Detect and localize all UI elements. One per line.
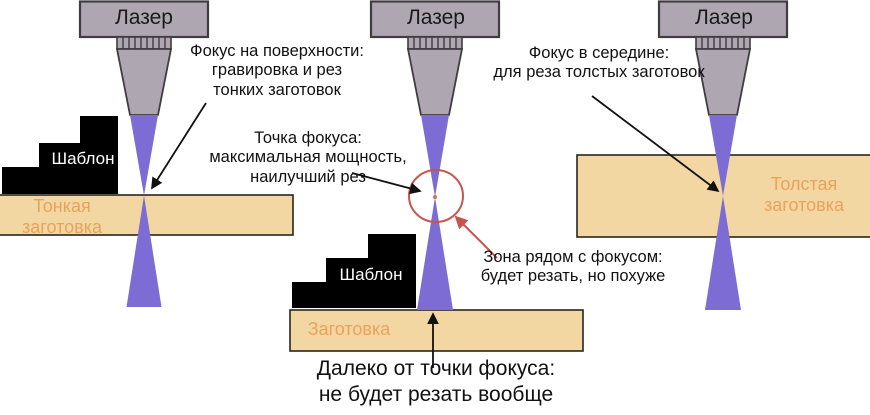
workpiece-label-thick: Толстая заготовка — [764, 174, 844, 215]
beam-lower-right — [705, 196, 741, 310]
arrow-middle-focus — [591, 95, 720, 193]
laser-label-middle: Лазер — [407, 6, 465, 29]
focus-zone-circle — [408, 169, 464, 223]
template-label-left: Шаблон — [51, 149, 115, 168]
laser-label-right: Лазер — [695, 6, 753, 29]
template-shape-middle — [292, 234, 416, 308]
beam-upper-left — [130, 115, 158, 196]
arrow-near-focus-zone — [454, 215, 498, 259]
laser-label-left: Лазер — [115, 6, 173, 29]
beam-lower-middle — [417, 197, 453, 310]
focus-point-dot — [433, 195, 437, 199]
annotation-surface-focus: Фокус на поверхности: гравировка и рез т… — [190, 42, 364, 99]
workpiece-label-middle: Заготовка — [307, 319, 391, 339]
arrow-surface-focus — [151, 102, 207, 190]
annotation-focus-point: Точка фокуса: максимальная мощность, наи… — [209, 129, 407, 186]
workpiece-label-thin: Тонкая заготовка — [22, 196, 102, 237]
beam-upper-right — [709, 115, 737, 196]
arrow-focus-point — [351, 172, 422, 195]
template-label-middle: Шаблон — [339, 265, 403, 284]
template-shape-left — [2, 116, 118, 194]
annotation-far-from-focus: Далеко от точки фокуса: не будет резать … — [316, 357, 556, 406]
annotation-middle-focus: Фокус в середине: для реза толстых загот… — [493, 44, 705, 82]
annotation-near-focus-zone: Зона рядом с фокусом: будет резать, но п… — [480, 248, 666, 286]
beam-lower-left — [126, 195, 162, 307]
beam-upper-middle — [421, 115, 449, 197]
